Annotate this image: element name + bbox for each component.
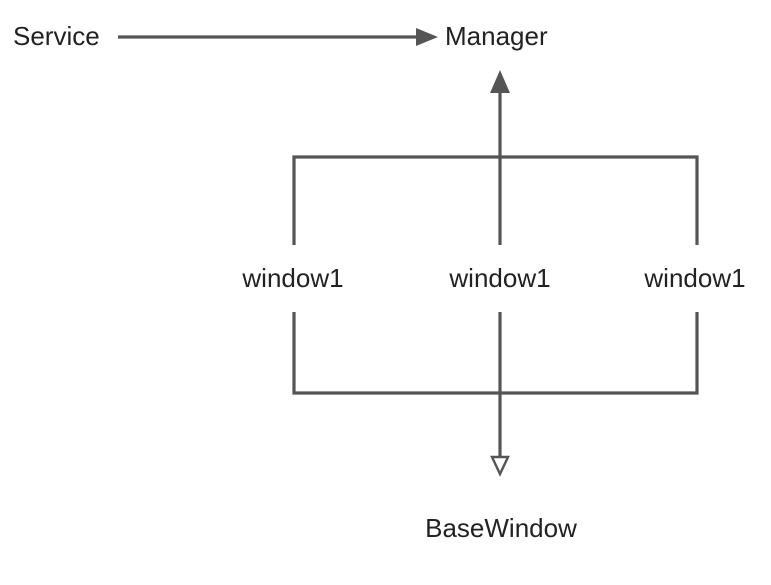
edge-windows-to-basewindow xyxy=(292,312,699,477)
lower-bracket xyxy=(292,312,699,395)
window-middle-node: window1 xyxy=(448,263,550,293)
manager-node: Manager xyxy=(445,21,548,51)
edge-service-to-manager xyxy=(118,28,438,46)
basewindow-node: BaseWindow xyxy=(425,513,577,543)
edge-windows-to-manager xyxy=(292,70,699,245)
manager-arrowhead xyxy=(490,70,510,93)
service-manager-arrowhead xyxy=(416,28,438,46)
upper-bracket xyxy=(292,155,699,245)
window-left-node: window1 xyxy=(241,263,343,293)
basewindow-hollow-arrowhead xyxy=(490,455,510,477)
window-right-node: window1 xyxy=(643,263,745,293)
service-node: Service xyxy=(13,21,100,51)
